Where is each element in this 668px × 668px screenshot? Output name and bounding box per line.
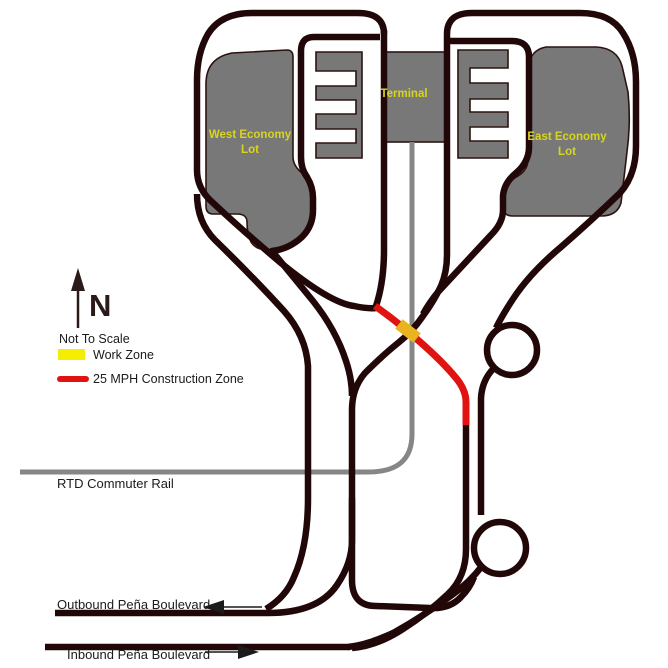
west-inner-road	[193, 193, 312, 612]
inbound-pena-label: Inbound Peña Boulevard	[67, 647, 211, 662]
upper-teardrop-ramp-loop	[483, 321, 541, 379]
bottom-center-connector-road	[348, 498, 478, 612]
east-sweep-to-inbound-road	[347, 564, 485, 651]
work-zone-marker	[395, 319, 421, 343]
inbound-direction-arrow-icon	[205, 645, 259, 659]
west-economy-lot-label: West Economy Lot	[190, 128, 310, 158]
north-letter: N	[89, 288, 112, 323]
terminal-building-shape	[382, 51, 448, 143]
north-arrow-icon	[71, 268, 85, 328]
southbound-road-after-construction	[351, 424, 470, 652]
west-outer-loop-road	[193, 9, 388, 312]
east-lot-access-road	[420, 37, 533, 316]
east-economy-lot-label: East Economy Lot	[507, 130, 627, 160]
rtd-rail-line	[20, 142, 415, 475]
outbound-crossing-east-loop-road	[55, 9, 640, 617]
terminal-west-access-road	[372, 30, 388, 308]
east-concourse-comb-shape	[457, 49, 509, 159]
work-zone-legend-label: Work Zone	[93, 348, 154, 362]
outbound-pena-label: Outbound Peña Boulevard	[57, 597, 211, 612]
west-lot-label-line1: West Economy	[208, 129, 292, 141]
not-to-scale-label: Not To Scale	[59, 332, 130, 346]
terminal-label: Terminal	[380, 88, 428, 100]
construction-legend-swatch	[57, 376, 89, 382]
outbound-direction-arrow-icon	[203, 600, 262, 614]
east-lot-label-line2: Lot	[558, 145, 576, 158]
rtd-rail-label: RTD Commuter Rail	[57, 476, 174, 491]
west-lot-access-road	[268, 33, 380, 397]
west-lot-label-line2: Lot	[241, 143, 259, 156]
roadways	[45, 9, 640, 652]
work-zone-legend-swatch	[58, 349, 85, 360]
west-concourse-comb-shape	[315, 51, 363, 159]
lower-teardrop-ramp-loop	[470, 518, 530, 578]
east-lot-label-line1: East Economy	[527, 131, 607, 143]
teardrop-connector-road	[477, 365, 497, 515]
construction-legend-label: 25 MPH Construction Zone	[93, 372, 244, 386]
